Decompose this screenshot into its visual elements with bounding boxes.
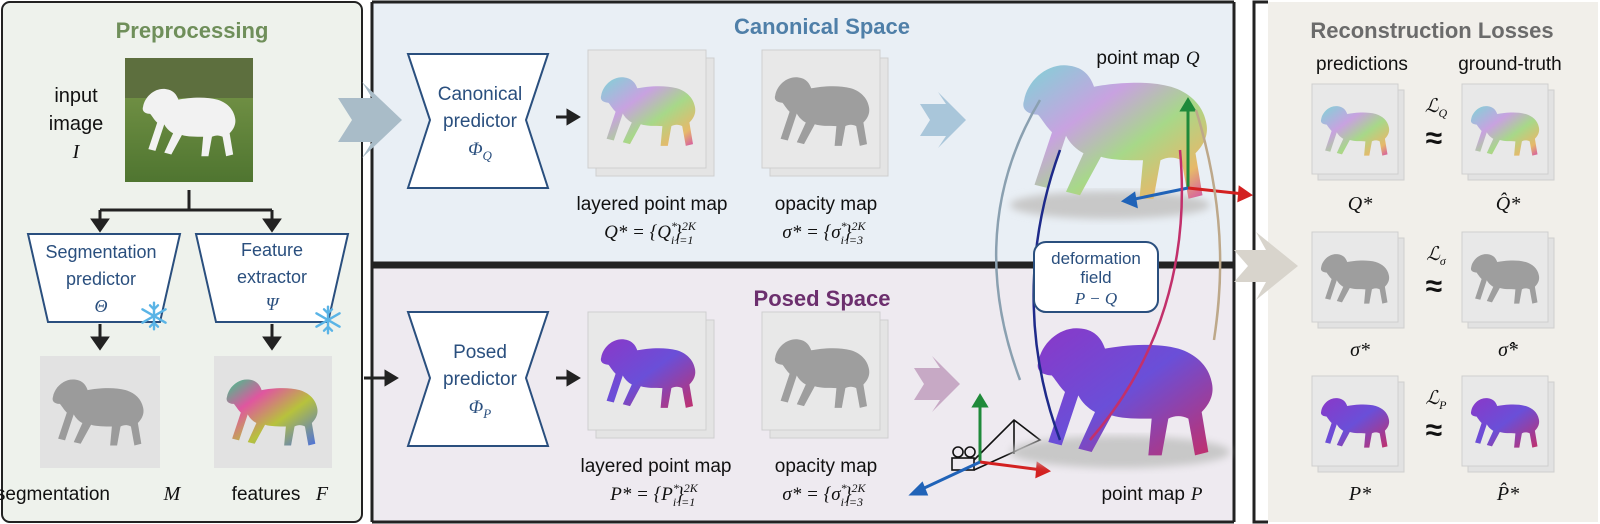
feature-map xyxy=(214,356,332,468)
ground-truth-label: ground-truth xyxy=(1458,54,1562,75)
feature-extractor-symbol: Ψ xyxy=(266,294,281,314)
preprocessing-title: Preprocessing xyxy=(116,18,269,43)
canonical-point-cloud xyxy=(1010,65,1210,219)
segmentation-predictor-box xyxy=(26,233,182,323)
loss-row-sigma: ℒσ ≈ σ* σ̂* xyxy=(1311,231,1555,361)
opacity-map-q xyxy=(761,49,889,177)
svg-text:Q*: Q* xyxy=(1348,193,1372,215)
posed-title: Posed Space xyxy=(754,286,891,311)
layered-point-map-p xyxy=(587,311,715,439)
svg-text:P̂*: P̂* xyxy=(1496,482,1519,505)
feature-extractor-line1: Feature xyxy=(241,240,303,260)
posed-input-arrow xyxy=(364,369,399,387)
layered-point-map-q xyxy=(587,49,715,177)
segmentation-predictor-symbol: Θ xyxy=(95,296,108,316)
canonical-axes xyxy=(1120,97,1254,209)
canonical-predictor-box xyxy=(406,53,550,189)
canonical-predictor-symbol: ΦQ xyxy=(468,139,492,163)
svg-text:ℒQ: ℒQ xyxy=(1425,96,1448,120)
arrow-to-layered-p xyxy=(556,369,581,387)
canonical-render-arrow xyxy=(920,92,966,148)
right-arrow-icon xyxy=(338,82,402,158)
svg-text:≈: ≈ xyxy=(1426,414,1442,447)
predictions-label: predictions xyxy=(1316,54,1408,75)
svg-text:σ̂*: σ̂* xyxy=(1498,339,1518,361)
svg-text:ℒP: ℒP xyxy=(1425,388,1447,412)
svg-text:field: field xyxy=(1080,268,1111,287)
svg-text:P*: P* xyxy=(1348,483,1371,505)
posed-opacity-label: opacity map xyxy=(775,456,877,477)
input-symbol: I xyxy=(72,141,81,163)
segmentation-symbol: M xyxy=(163,483,182,505)
feature-extractor-line2: extractor xyxy=(237,267,307,287)
arrow-to-segmentation xyxy=(90,210,110,233)
svg-text:deformation: deformation xyxy=(1051,249,1141,268)
posed-predictor-line1: Posed xyxy=(453,342,507,363)
posed-render-arrow xyxy=(914,356,960,412)
opacity-map-p xyxy=(761,311,889,439)
arrow-to-segmentation-map xyxy=(90,324,110,351)
input-image xyxy=(125,58,253,182)
canonical-predictor-line1: Canonical xyxy=(438,84,523,105)
segmentation-predictor-line1: Segmentation xyxy=(45,242,156,262)
canonical-predictor-line2: predictor xyxy=(443,111,518,132)
segmentation-map xyxy=(40,356,160,468)
posed-predictor-box xyxy=(406,311,550,447)
input-label-1: input xyxy=(54,85,98,107)
canonical-title: Canonical Space xyxy=(734,14,910,39)
svg-text:≈: ≈ xyxy=(1426,122,1442,155)
loss-row-p: ℒP ≈ P* P̂* xyxy=(1311,375,1555,505)
preproc-split-connector xyxy=(100,190,272,212)
features-symbol: F xyxy=(315,483,329,505)
input-label-2: image xyxy=(49,113,103,135)
svg-text:ℒσ: ℒσ xyxy=(1426,244,1447,268)
svg-text:σ*: σ* xyxy=(1350,339,1370,361)
canonical-opacity-label: opacity map xyxy=(775,194,877,215)
svg-text:Q̂*: Q̂* xyxy=(1496,192,1520,215)
svg-text:P − Q: P − Q xyxy=(1074,289,1117,308)
arrow-to-feature-map xyxy=(262,324,282,351)
deformation-field-box: deformation field P − Q xyxy=(1033,241,1159,313)
arrow-to-layered-q xyxy=(556,108,581,126)
canonical-layered-label: layered point map xyxy=(576,194,727,215)
posed-layered-label: layered point map xyxy=(580,456,731,477)
posed-predictor-symbol: ΦP xyxy=(469,397,491,421)
losses-input-arrow xyxy=(1234,232,1298,300)
loss-row-q: ℒQ ≈ Q* Q̂* xyxy=(1311,83,1555,215)
losses-title: Reconstruction Losses xyxy=(1310,18,1553,43)
posed-point-cloud xyxy=(1010,328,1230,468)
segmentation-label: segmentation xyxy=(0,484,110,505)
svg-text:≈: ≈ xyxy=(1426,270,1442,303)
features-label: features xyxy=(232,484,301,505)
segmentation-predictor-line2: predictor xyxy=(66,269,136,289)
correspondence-curves xyxy=(994,99,1222,441)
posed-predictor-line2: predictor xyxy=(443,369,518,390)
arrow-to-features xyxy=(262,210,282,233)
posed-axes xyxy=(908,393,1052,496)
